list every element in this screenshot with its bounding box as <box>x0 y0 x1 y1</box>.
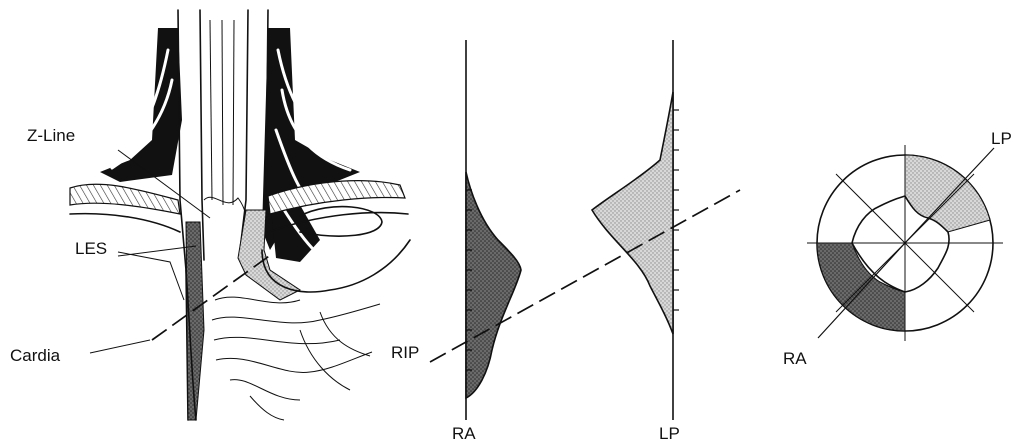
diaphragm-left-lower <box>70 214 180 232</box>
esophagus-inner-left <box>200 10 204 260</box>
ra-pressure-curve <box>466 172 521 398</box>
cross-lp-label: LP <box>991 129 1012 148</box>
cardia-label: Cardia <box>10 346 61 365</box>
cross-ra-label: RA <box>783 349 807 368</box>
rip-label: RIP <box>391 343 419 362</box>
gastric-folds <box>212 297 380 420</box>
anatomy-drawing <box>70 10 410 420</box>
les-leader-1 <box>118 252 184 300</box>
anatomy-dashed-axis <box>152 254 272 340</box>
diaphragm-left <box>70 184 180 214</box>
profile-lp-label: LP <box>659 424 680 441</box>
z-line-label: Z-Line <box>27 126 75 145</box>
mucosa-folds <box>204 20 246 220</box>
les-label: LES <box>75 239 107 258</box>
cardia-leader <box>90 340 150 353</box>
profile-ra-label: RA <box>452 424 476 441</box>
left-dark-tissue <box>100 28 182 182</box>
pressure-profile <box>430 40 740 420</box>
lp-axis-ticks <box>673 110 679 310</box>
lp-pressure-curve <box>592 92 673 334</box>
cross-section <box>807 145 1003 341</box>
